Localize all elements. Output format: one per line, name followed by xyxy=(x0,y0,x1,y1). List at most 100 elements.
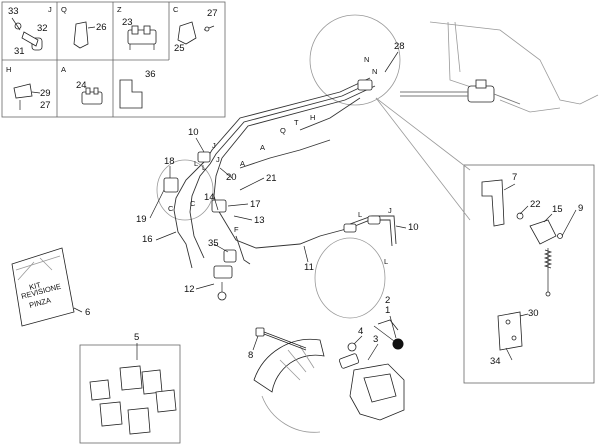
part-label: 22 xyxy=(530,199,541,210)
inset-box-z: Z 23 xyxy=(117,5,157,50)
part-label: 1 xyxy=(385,305,390,316)
pipe-fitting xyxy=(343,223,357,233)
pipe-fitting-icon xyxy=(11,17,43,51)
caliper-kit-bag: KIT REVISIONE PINZA xyxy=(11,247,75,327)
part-label: 21 xyxy=(266,173,277,184)
part-label: 24 xyxy=(76,80,87,91)
part-label: 2 xyxy=(385,295,390,306)
inset-letter: H xyxy=(6,65,11,74)
route-letter: J xyxy=(216,155,220,164)
brake-caliper xyxy=(338,342,405,421)
clip-35 xyxy=(223,249,237,263)
part-label: 5 xyxy=(134,332,139,343)
route-letter: J xyxy=(388,206,392,215)
inset-letter: Q xyxy=(61,5,67,14)
part-label: 8 xyxy=(248,350,253,361)
inset-box-c: C 27 25 xyxy=(173,5,218,54)
part-label: 11 xyxy=(304,262,314,273)
brake-disc-guard xyxy=(253,338,325,433)
inset-letter: A xyxy=(61,65,66,74)
part-label: 32 xyxy=(37,23,48,34)
route-letter: L xyxy=(194,159,198,168)
brake-pad-icon xyxy=(89,379,111,401)
junction-block xyxy=(357,79,373,91)
part-label: 23 xyxy=(122,17,133,28)
route-letter: F xyxy=(234,225,239,234)
route-letter: N xyxy=(372,67,377,76)
bracket-clip-icon xyxy=(177,21,215,45)
route-letter: A xyxy=(240,159,245,168)
inset-grid xyxy=(1,1,226,118)
switch-inset-frame xyxy=(463,164,595,384)
part-label: 28 xyxy=(394,41,405,52)
inset-letter: J xyxy=(48,5,52,14)
part-label: 27 xyxy=(207,8,218,19)
route-letter: C xyxy=(190,199,196,208)
part-label: 10 xyxy=(408,222,419,233)
caliper-bolt-8 xyxy=(255,327,307,351)
inset-letter: C xyxy=(173,5,179,14)
clamp-icon xyxy=(13,83,41,110)
brake-pad-icon xyxy=(119,365,143,391)
part-label: 33 xyxy=(8,6,19,17)
part-label: 19 xyxy=(136,214,147,225)
part-label: 16 xyxy=(142,234,153,245)
inset-box-j: J 33 32 31 xyxy=(8,5,52,57)
pipe-fitting xyxy=(197,151,211,163)
inset-box-h: H 29 27 xyxy=(6,65,51,111)
bolt-head xyxy=(217,291,227,301)
route-letter: C xyxy=(168,204,174,213)
brake-pad-icon xyxy=(127,407,151,435)
part-label: 4 xyxy=(358,326,363,337)
part-label: 29 xyxy=(40,88,51,99)
route-letter: T xyxy=(294,118,299,127)
part-label: 27 xyxy=(40,100,51,111)
route-letter: L xyxy=(384,257,388,266)
route-letters: N N H T Q J A L J C L A C F L J L xyxy=(168,55,392,266)
inset-box-q: Q 26 xyxy=(61,5,107,49)
part-label: 35 xyxy=(208,238,219,249)
brake-pads-box: 5 xyxy=(79,332,181,444)
route-letter: A xyxy=(260,143,265,152)
part-label: 30 xyxy=(528,308,539,319)
inset-box-36: 36 xyxy=(119,69,156,109)
part-label: 34 xyxy=(490,356,501,367)
part-label: 12 xyxy=(184,284,195,295)
route-letter: H xyxy=(310,113,315,122)
part-label: 31 xyxy=(14,46,25,57)
part-label: 13 xyxy=(254,215,265,226)
brake-pad-icon xyxy=(155,389,177,413)
rear-brake-switch-inset xyxy=(375,97,595,384)
part-label: 18 xyxy=(164,156,175,167)
part-label: 10 xyxy=(188,127,199,138)
brake-lines xyxy=(173,77,397,269)
clip-icon xyxy=(73,21,96,49)
route-letter: L xyxy=(202,163,206,172)
part-label: 15 xyxy=(552,204,563,215)
route-letter: N xyxy=(364,55,369,64)
clip-assembly-icon xyxy=(81,87,103,105)
chassis-outline xyxy=(156,14,599,319)
part-label: 6 xyxy=(85,307,90,318)
brake-pad-icon xyxy=(141,369,163,395)
kit-text-line1: KIT xyxy=(28,280,42,292)
bracket-18 xyxy=(163,177,179,193)
inset-grid-frame xyxy=(1,1,226,118)
pad-shape-icon xyxy=(119,79,143,109)
part-label: 3 xyxy=(373,334,378,345)
wear-indicator-line xyxy=(373,319,404,350)
part-label: 14 xyxy=(204,192,215,203)
plate-34 xyxy=(497,311,523,351)
bracket-7 xyxy=(481,179,505,227)
inset-box-a: A 24 xyxy=(61,65,103,105)
part-label: 36 xyxy=(145,69,156,80)
fittings xyxy=(163,79,381,301)
junction-block-12 xyxy=(213,265,233,279)
pads-frame xyxy=(79,344,181,444)
master-cylinder xyxy=(400,79,521,105)
leader-lines xyxy=(149,51,577,361)
double-clip-icon xyxy=(127,25,157,50)
pipe-fitting xyxy=(367,215,381,225)
part-label: 7 xyxy=(512,172,517,183)
part-label: 25 xyxy=(174,43,185,54)
